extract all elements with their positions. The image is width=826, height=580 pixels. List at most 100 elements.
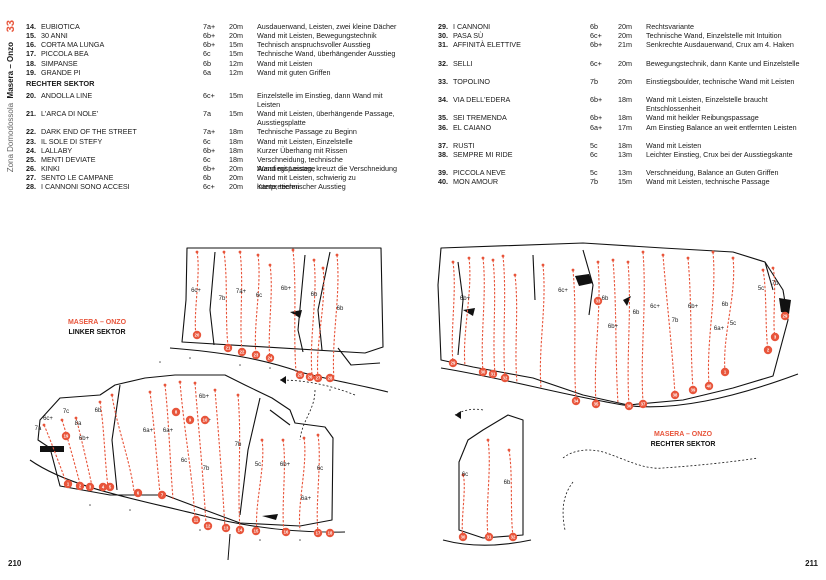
rock-crack [582, 249, 594, 316]
anchor-dot [761, 268, 765, 272]
anchor-dot [571, 268, 575, 272]
route-name: ANDOLLA LINE [41, 90, 93, 100]
anchor-dot [302, 436, 306, 440]
route-grade: 6a+ [590, 122, 603, 132]
page-number-right: 211 [805, 559, 818, 568]
route-len: 15m [229, 40, 243, 50]
route-number-marker [191, 515, 201, 525]
route-num: 22. [26, 127, 36, 137]
route-line [298, 437, 306, 531]
rock-crack [317, 251, 331, 351]
rock-crack [239, 397, 261, 516]
route-grade: 6c+ [590, 31, 602, 41]
route-line [463, 257, 471, 367]
route-line [707, 251, 715, 386]
rock-crack [457, 261, 464, 356]
route-desc: Senkrechte Ausdauerwand, Crux am 4. Hake… [646, 40, 794, 50]
route-name: PASA SÙ [453, 31, 484, 41]
route-number-marker [720, 367, 730, 377]
route-num: 31. [438, 40, 448, 50]
route-grade: 6b+ [203, 164, 216, 173]
route-num: 18. [26, 58, 36, 68]
anchor-dot [312, 258, 316, 262]
route-len: 18m [229, 136, 243, 146]
route-number-marker [305, 372, 315, 382]
route-grade: 6a [203, 67, 211, 77]
anchor-dot [451, 260, 455, 264]
route-desc: Wand mit Leisten, Einzelstelle [257, 136, 353, 146]
overhang-mark [463, 308, 475, 316]
overhang-mark [779, 298, 791, 314]
route-grade: 6b [203, 173, 211, 183]
route-num: 37. [438, 140, 448, 150]
route-name: I CANNONI [453, 22, 491, 31]
route-number-marker [251, 350, 261, 360]
grade-label: 6a+ [143, 428, 154, 434]
anchor-dot [291, 248, 295, 252]
route-grade: 5c [590, 168, 598, 178]
route-number-marker [192, 330, 202, 340]
route-num: 32. [438, 58, 448, 68]
rock-outline [458, 414, 524, 539]
route-number-marker [75, 481, 85, 491]
route-number-label: 11 [194, 518, 199, 523]
anchor-dot [626, 260, 630, 264]
route-num: 14. [26, 22, 36, 31]
route-name: EL CAIANO [453, 122, 492, 132]
route-num: 25. [26, 154, 36, 164]
route-desc: Ausdauerwand, Leisten, zwei kleine Däche… [257, 22, 397, 31]
route-num: 39. [438, 168, 448, 178]
route-line [762, 269, 769, 351]
route-line [508, 449, 514, 537]
page-number-left: 210 [8, 559, 22, 568]
overhang-mark [262, 514, 278, 520]
route-grade: 6b [590, 22, 598, 31]
route-desc: Rechtsvariante [646, 22, 694, 31]
route-number-marker [235, 525, 245, 535]
route-num: 24. [26, 145, 36, 155]
route-line [772, 267, 776, 338]
route-line [641, 251, 645, 404]
route-number-label: 32 [503, 376, 508, 381]
anchor-dot [74, 416, 78, 420]
grade-label: 6b+ [608, 324, 619, 330]
anchor-dot [467, 256, 471, 260]
route-number-marker [500, 373, 510, 383]
route-number-marker [61, 431, 71, 441]
route-len: 21m [618, 40, 632, 50]
anchor-dot [711, 250, 715, 254]
ground-line [169, 347, 389, 393]
route-grade: 6b+ [203, 31, 216, 41]
grade-label: 7c [63, 409, 69, 415]
route-name: VIA DELL'EDERA [453, 95, 511, 105]
grade-label: 7a+ [236, 289, 247, 295]
route-len: 15m [618, 177, 632, 187]
route-grade: 6b+ [203, 145, 216, 155]
route-number-marker [448, 358, 458, 368]
anchor-dot [641, 250, 645, 254]
anchor-dot [491, 258, 495, 262]
overhang-mark [290, 310, 302, 318]
route-len: 20m [229, 173, 243, 183]
route-len: 20m [618, 76, 632, 86]
anchor-dot [501, 254, 505, 258]
route-number-marker [313, 528, 323, 538]
anchor-dot [256, 253, 260, 257]
anchor-dot [222, 250, 226, 254]
route-num: 38. [438, 150, 448, 160]
anchor-dot [486, 438, 490, 442]
route-number-marker [185, 415, 195, 425]
anchor-dot [335, 253, 339, 257]
route-num: 15. [26, 31, 36, 41]
approach-path [562, 449, 759, 469]
route-line [481, 257, 485, 373]
section-heading: RECHTER SEKTOR [26, 78, 95, 88]
grade-label: 6a+ [301, 496, 312, 502]
route-grade: 6c [203, 154, 211, 164]
